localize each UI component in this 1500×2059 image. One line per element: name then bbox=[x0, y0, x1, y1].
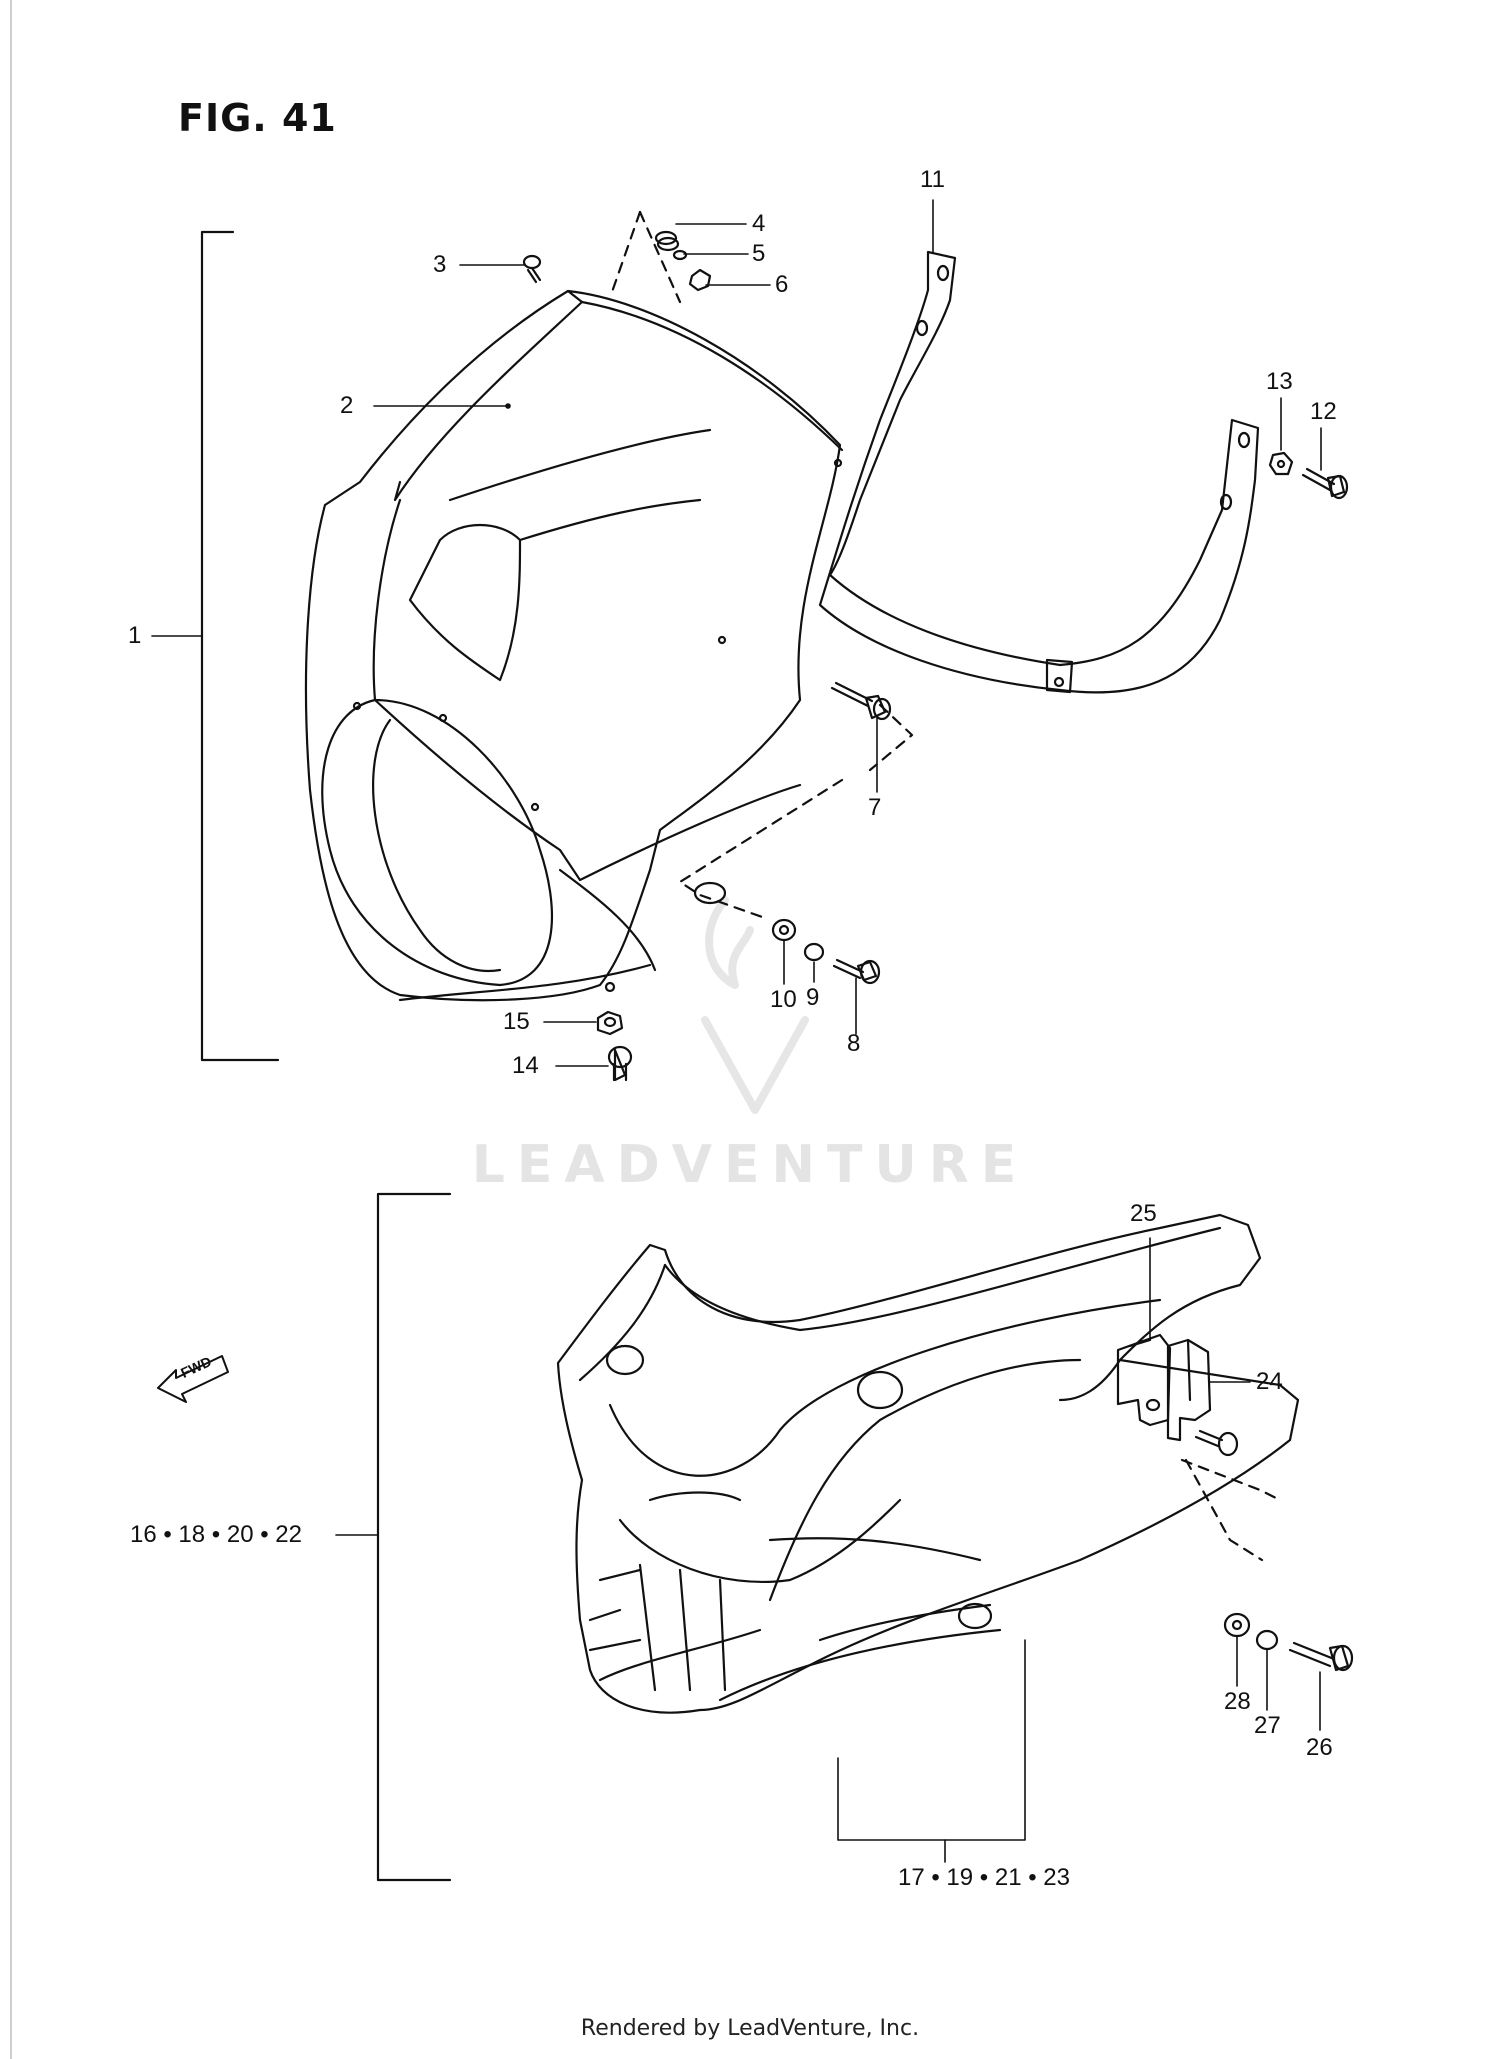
washer-part-5 bbox=[672, 249, 688, 261]
callout-13: 13 bbox=[1266, 368, 1293, 395]
lock-washer-part-27 bbox=[1255, 1629, 1279, 1651]
callout-27: 27 bbox=[1254, 1712, 1281, 1739]
callout-28: 28 bbox=[1224, 1688, 1251, 1715]
washer-part-10 bbox=[771, 918, 797, 942]
screw-part-3 bbox=[522, 254, 542, 284]
callout-6: 6 bbox=[775, 271, 789, 298]
footer-credit: Rendered by LeadVenture, Inc. bbox=[580, 2016, 920, 2041]
callout-11: 11 bbox=[920, 166, 945, 193]
figure-title: FIG. 41 bbox=[178, 96, 337, 140]
callout-12: 12 bbox=[1310, 398, 1337, 425]
callout-14: 14 bbox=[512, 1052, 539, 1079]
lock-washer-part-9 bbox=[803, 942, 825, 962]
fairing-stay-bracket bbox=[818, 250, 1260, 694]
leader-lines-bottom bbox=[335, 1237, 1321, 1863]
page-margin-rule bbox=[10, 0, 12, 2059]
bolt-part-12 bbox=[1301, 467, 1349, 500]
fairing-cowl bbox=[304, 289, 844, 1002]
callout-16-18-20-22: 16 • 18 • 20 • 22 bbox=[130, 1521, 302, 1548]
leader-lines-top bbox=[151, 199, 1322, 1067]
watermark-text: LEADVENTURE bbox=[471, 1135, 1029, 1195]
watermark-logo bbox=[701, 896, 809, 1114]
callout-5: 5 bbox=[752, 240, 766, 267]
belly-assembly-dashes bbox=[1180, 1458, 1282, 1562]
fwd-arrow-icon bbox=[157, 1355, 229, 1403]
nut-part-25 bbox=[1116, 1333, 1172, 1427]
bolt-part-8 bbox=[832, 958, 881, 985]
nut-part-13 bbox=[1268, 451, 1294, 476]
callout-4: 4 bbox=[752, 210, 766, 237]
callout-9: 9 bbox=[806, 984, 820, 1011]
callout-15: 15 bbox=[503, 1008, 530, 1035]
callout-8: 8 bbox=[847, 1030, 861, 1057]
nut-part-15 bbox=[596, 1010, 624, 1036]
fairing-assembly-dashes bbox=[610, 210, 914, 920]
clip-part-24 bbox=[1166, 1338, 1212, 1442]
callout-24: 24 bbox=[1256, 1368, 1283, 1395]
bracket-assembly-1 bbox=[200, 230, 280, 1062]
callout-25: 25 bbox=[1130, 1200, 1157, 1227]
screw-part-24-bolt bbox=[1194, 1429, 1239, 1457]
callout-17-19-21-23: 17 • 19 • 21 • 23 bbox=[898, 1864, 1070, 1891]
callout-3: 3 bbox=[433, 251, 447, 278]
callout-2: 2 bbox=[340, 392, 354, 419]
bracket-assembly-16 bbox=[376, 1192, 452, 1882]
callout-26: 26 bbox=[1306, 1734, 1333, 1761]
grommet-part-4 bbox=[654, 230, 680, 252]
callout-1: 1 bbox=[128, 622, 142, 649]
washer-part-28 bbox=[1223, 1612, 1251, 1638]
nut-part-6 bbox=[688, 268, 712, 292]
bolt-part-26 bbox=[1288, 1641, 1354, 1672]
callout-7: 7 bbox=[868, 794, 882, 821]
callout-10: 10 bbox=[770, 986, 797, 1013]
bolt-part-7 bbox=[830, 681, 892, 721]
bolt-part-14 bbox=[607, 1045, 633, 1082]
